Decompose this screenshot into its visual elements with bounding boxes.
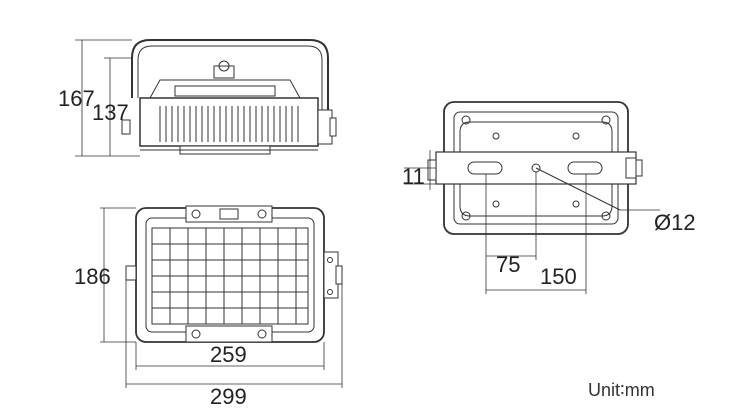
dim-bracket-thickness: 11: [402, 164, 425, 189]
dim-hole-span: 150: [540, 264, 577, 289]
rear-view: [427, 101, 643, 235]
rear-view-dims: [404, 150, 660, 294]
unit-label: Unit∶mm: [588, 380, 655, 400]
dim-inner-width: 259: [210, 342, 247, 367]
dim-hole-diameter: Ø12: [654, 210, 696, 235]
dim-overall-height: 167: [58, 86, 95, 111]
front-view-dims: [100, 207, 343, 388]
dim-body-height: 137: [92, 100, 129, 125]
front-view: [125, 205, 343, 343]
side-view: [121, 39, 337, 155]
dim-hole-offset: 75: [496, 252, 520, 277]
guard-grid: [151, 227, 309, 325]
dim-overall-width: 299: [210, 384, 247, 409]
cooling-fins: [159, 106, 299, 142]
dim-front-height: 186: [74, 264, 111, 289]
side-view-dims: [75, 39, 140, 157]
